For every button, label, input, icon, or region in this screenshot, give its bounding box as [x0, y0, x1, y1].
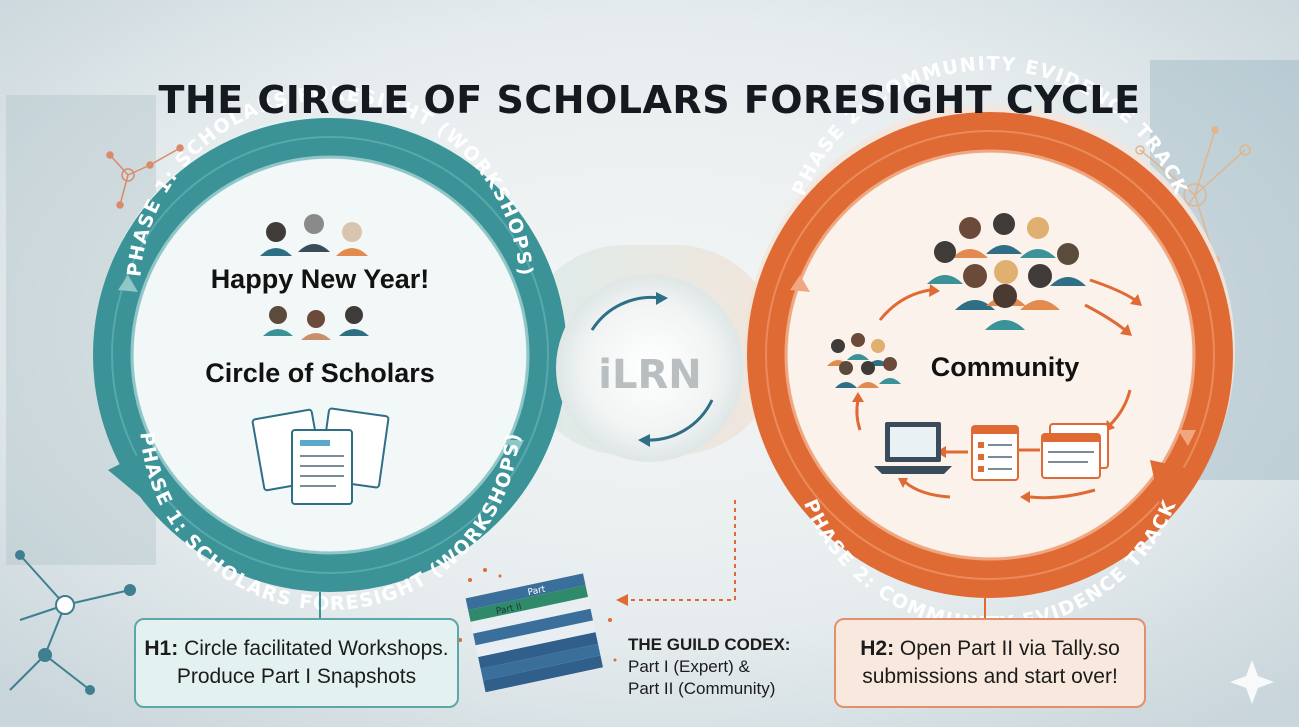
ilrn-logo-text: iLRN: [598, 352, 701, 398]
laptop-icon: [874, 422, 952, 474]
greeting-text: Happy New Year!: [210, 264, 430, 294]
phase2-arrowhead: [1150, 460, 1195, 505]
network-icon-top-left: [106, 144, 184, 209]
h2-callout: H2: Open Part II via Tally.so submission…: [834, 618, 1146, 708]
page-title: THE CIRCLE OF SCHOLARS FORESIGHT CYCLE: [158, 78, 1141, 122]
form-icon: [971, 425, 1019, 481]
h1-text-line2: Produce Part I Snapshots: [176, 665, 417, 688]
codex-dashed-connector: [625, 500, 736, 601]
community-flow-arrows: [852, 278, 1142, 503]
network-icon-bottom-left: [9, 550, 136, 695]
circle-of-scholars-label: Circle of Scholars: [205, 358, 435, 388]
codex-books-icon: Part Part II: [458, 568, 617, 693]
scholars-icon-top: [260, 214, 368, 256]
h1-text-line1: Circle facilitated Workshops.: [184, 637, 449, 660]
h1-label: H1:: [144, 637, 179, 660]
codex-line2: Part II (Community): [628, 679, 776, 698]
h2-text-line1: Open Part II via Tally.so: [899, 637, 1120, 660]
h1-callout: H1: Circle facilitated Workshops. Produc…: [134, 618, 459, 708]
codex-line1: Part I (Expert) &: [628, 657, 750, 676]
hub-cycle-arrow-top: [590, 295, 661, 331]
phase1-arrowhead: [108, 448, 152, 505]
windows-stack-icon: [1041, 423, 1109, 479]
community-small-group-icon: [827, 333, 901, 388]
documents-icon: [251, 407, 390, 505]
phase1-ring: [93, 118, 567, 592]
sparkle-icon: [1230, 660, 1274, 704]
ilrn-hub: iLRN: [556, 274, 744, 462]
h2-text-line2: submissions and start over!: [862, 665, 1118, 688]
h2-label: H2:: [860, 637, 895, 660]
hub-cycle-arrow-bottom: [644, 399, 714, 442]
community-label: Community: [930, 352, 1080, 382]
codex-caption: THE GUILD CODEX: Part I (Expert) & Part …: [628, 634, 790, 700]
codex-heading: THE GUILD CODEX:: [628, 635, 791, 654]
community-crowd-icon: [927, 213, 1086, 330]
codex-cover-label-1: Part: [527, 585, 547, 599]
scholars-icon-middle: [263, 306, 369, 340]
